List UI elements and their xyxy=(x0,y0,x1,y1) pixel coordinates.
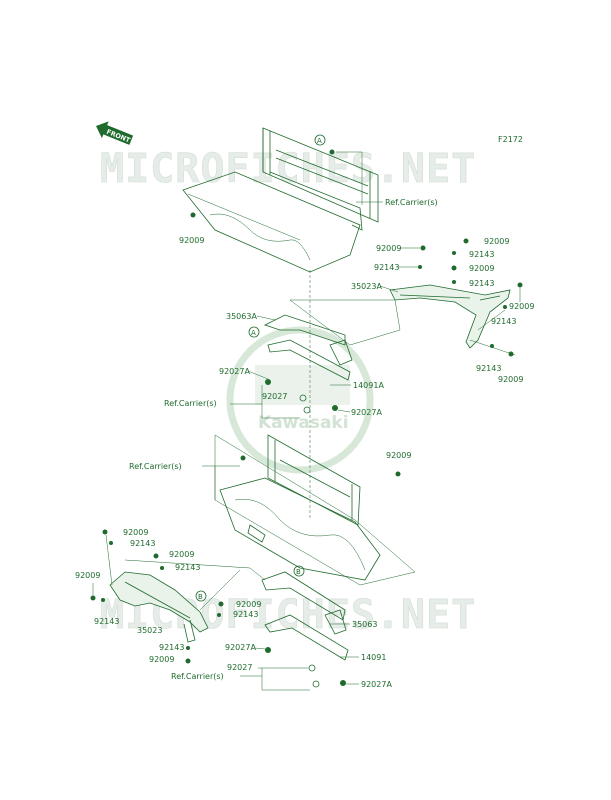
label-92027A-lower-left: 92027A xyxy=(225,643,256,652)
washer-icon xyxy=(418,265,422,269)
washer-icon xyxy=(312,680,320,688)
washer-icon xyxy=(303,406,311,414)
callout-a-circle-mid xyxy=(248,326,260,338)
bolt-icon xyxy=(90,595,96,601)
label-92009-l5: 92009 xyxy=(149,655,174,664)
label-92027A-lower-right: 92027A xyxy=(361,680,392,689)
bolt-icon xyxy=(153,553,159,559)
washer-icon xyxy=(299,394,307,402)
label-14091A: 14091A xyxy=(353,381,384,390)
label-92009-r4: 92009 xyxy=(509,302,534,311)
washer-icon xyxy=(308,664,316,672)
bolt-icon xyxy=(329,149,335,155)
label-ref-carrier-top: Ref.Carrier(s) xyxy=(385,198,438,207)
label-92009-r3: 92009 xyxy=(469,264,494,273)
upper-bracket xyxy=(263,314,353,381)
brand-logo-text: Kawasaki xyxy=(258,413,349,433)
label-ref-carrier-bottom: Ref.Carrier(s) xyxy=(171,672,224,681)
bolt-icon xyxy=(102,529,108,535)
watermark-top: MICROFICHES.NET xyxy=(100,146,476,192)
figure-code: F2172 xyxy=(498,135,523,144)
washer-icon xyxy=(265,379,271,385)
label-92009-l3: 92009 xyxy=(75,571,100,580)
washer-icon xyxy=(265,647,271,653)
bolt-icon xyxy=(218,601,224,607)
callout-a-mid: A xyxy=(251,329,256,337)
bolt-icon xyxy=(517,282,523,288)
front-arrow-icon: FRONT xyxy=(96,121,134,145)
label-ref-carrier-mid: Ref.Carrier(s) xyxy=(164,399,217,408)
label-92027A-upper-left: 92027A xyxy=(219,367,250,376)
callout-b-circle-mid xyxy=(293,565,305,577)
label-92009-lower-right: 92009 xyxy=(386,451,411,460)
label-92143-r1: 92143 xyxy=(374,263,399,272)
label-92027-upper: 92027 xyxy=(262,392,287,401)
bolt-icon xyxy=(463,238,469,244)
callout-b-circle-left xyxy=(195,590,207,602)
label-92143-r2: 92143 xyxy=(469,250,494,259)
washer-icon xyxy=(101,598,105,602)
label-92009-l1: 92009 xyxy=(123,528,148,537)
label-35023: 35023 xyxy=(137,626,162,635)
label-92143-r5: 92143 xyxy=(476,364,501,373)
label-92143-l2: 92143 xyxy=(175,563,200,572)
label-35023A: 35023A xyxy=(351,282,382,291)
bolt-icon xyxy=(508,351,514,357)
label-92027-lower: 92027 xyxy=(227,663,252,672)
label-92009-r2: 92009 xyxy=(484,237,509,246)
washer-icon xyxy=(109,541,113,545)
label-92009-r1: 92009 xyxy=(376,244,401,253)
bolt-icon xyxy=(190,212,196,218)
bolt-icon xyxy=(451,265,457,271)
label-92143-r3: 92143 xyxy=(469,279,494,288)
lower-bracket xyxy=(261,571,349,661)
label-92009-l2: 92009 xyxy=(169,550,194,559)
washer-icon xyxy=(332,405,338,411)
callout-b-mid: B xyxy=(296,568,301,576)
upper-right-fender xyxy=(389,284,511,349)
label-14091: 14091 xyxy=(361,653,386,662)
lower-left-fender xyxy=(109,571,209,643)
callout-a-top: A xyxy=(317,137,322,145)
washer-icon xyxy=(503,305,507,309)
bolt-icon xyxy=(395,471,401,477)
label-92143-l1: 92143 xyxy=(130,539,155,548)
washer-icon xyxy=(186,646,190,650)
label-92009-top-left: 92009 xyxy=(179,236,204,245)
washer-icon xyxy=(340,680,346,686)
bolt-icon xyxy=(240,455,246,461)
label-92143-l3: 92143 xyxy=(94,617,119,626)
washer-icon xyxy=(452,251,456,255)
bolt-icon xyxy=(420,245,426,251)
label-35063A: 35063A xyxy=(226,312,257,321)
lower-panel-assembly xyxy=(219,434,381,581)
washer-icon xyxy=(452,280,456,284)
label-92009-l4: 92009 xyxy=(236,600,261,609)
upper-panel-assembly xyxy=(182,127,379,273)
label-ref-carrier-lower: Ref.Carrier(s) xyxy=(129,462,182,471)
label-92143-l5: 92143 xyxy=(159,643,184,652)
label-92027A-upper-right: 92027A xyxy=(351,408,382,417)
label-92143-l4: 92143 xyxy=(233,610,258,619)
label-92009-r5: 92009 xyxy=(498,375,523,384)
label-92143-r4: 92143 xyxy=(491,317,516,326)
bolt-icon xyxy=(185,658,191,664)
washer-icon xyxy=(160,566,164,570)
washer-icon xyxy=(217,613,221,617)
callout-a-circle-top xyxy=(314,134,326,146)
label-35063: 35063 xyxy=(352,620,377,629)
callout-b-left: B xyxy=(198,593,203,601)
